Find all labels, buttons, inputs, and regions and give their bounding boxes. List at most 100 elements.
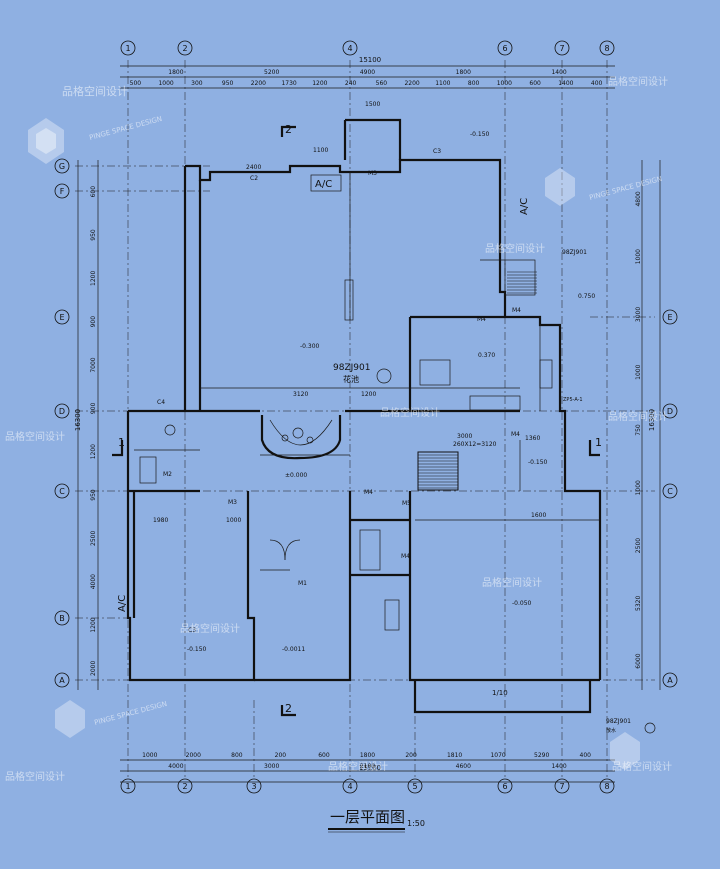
axis-grid: [75, 60, 655, 780]
bottom-dim-value-2: 3000: [264, 763, 279, 770]
right-dim-value: 3000: [635, 307, 642, 322]
flower-bed: [260, 415, 342, 460]
drawing-title: 一层平面图: [330, 808, 405, 826]
axis-bubble-bottom: 6: [502, 782, 507, 791]
axis-bubble-right: C: [667, 487, 673, 496]
bottom-dim-value: 1000: [142, 752, 157, 759]
bottom-dim-value: 5290: [534, 752, 549, 759]
door-m1: M1: [298, 580, 307, 587]
stair-dim: 260X12=3120: [453, 441, 497, 448]
left-dim-value: 7000: [90, 357, 97, 372]
watermark-en-3: PINGE SPACE DESIGN: [93, 700, 168, 727]
axis-bubble-top-circle: [554, 40, 570, 56]
level-0: ±0.000: [285, 472, 307, 479]
watermark-text-6: 品格空间设计: [608, 410, 668, 423]
door-m3a: M3: [368, 170, 377, 177]
left-dim-value: 1200: [90, 617, 97, 632]
right-total-dim: 16300: [648, 409, 656, 431]
watermark-text-9: 品格空间设计: [5, 770, 65, 783]
right-dimension-lines: [641, 160, 661, 690]
top-dim-value: 4900: [360, 69, 375, 76]
ref-flower-bed: 98ZJ901: [333, 363, 370, 373]
axis-bubble-bottom: 4: [347, 782, 352, 791]
window-c3-bottom: C3: [188, 627, 196, 634]
axis-bubble-top-circle: [342, 40, 358, 56]
axis-bubble-right-circle: [662, 403, 678, 419]
axis-bubble-left-circle: [54, 309, 70, 325]
top-dim-value-2: 560: [376, 80, 388, 87]
door-m3b: M3: [228, 499, 237, 506]
left-dim-value: 900: [90, 402, 97, 414]
axis-bubble-top-circle: [599, 40, 615, 56]
ref-flower-bed-sub: 花池: [343, 374, 359, 384]
section-mark-right: 1: [595, 436, 602, 449]
watermark-text-1: 品格空间设计: [62, 84, 128, 98]
axis-bubble-bottom: 2: [182, 782, 187, 791]
watermark-text-4: 品格空间设计: [5, 430, 65, 443]
level-5: -0.050: [512, 600, 532, 607]
left-dim-value: 1200: [90, 444, 97, 459]
dim-1360: 1360: [525, 435, 540, 442]
watermark-logo-icon: [28, 118, 64, 164]
axis-bubble-top: 6: [502, 44, 507, 53]
axis-bubble-left-circle: [54, 403, 70, 419]
top-dim-value-2: 240: [345, 80, 357, 87]
top-dim-value-2: 1100: [435, 80, 450, 87]
right-dim-value: 1000: [635, 364, 642, 379]
bottom-dim-value: 2000: [186, 752, 201, 759]
axis-bubble-right: E: [667, 313, 672, 322]
axis-bubble-bottom-circle: [554, 778, 570, 794]
watermark-logo-icon-3: [55, 700, 85, 738]
right-dim-value: 6000: [635, 653, 642, 668]
top-dim-value-2: 500: [130, 80, 142, 87]
interior-details: [134, 172, 600, 631]
top-dim-value-2: 950: [222, 80, 234, 87]
drawing-title-block: 一层平面图 1:50: [328, 808, 425, 833]
stair-step: 3000: [457, 433, 472, 440]
plan-labels: A/C A/C A/C 98ZJ901 花池 98ZJ901 98ZJ901 散…: [112, 101, 656, 734]
top-dim-value-2: 1730: [281, 80, 296, 87]
right-dim-value: 5320: [635, 596, 642, 611]
top-dimension-lines: [120, 65, 615, 89]
watermark-text-11: 品格空间设计: [612, 760, 672, 773]
bottom-dim-value: 200: [405, 752, 417, 759]
section-mark-bottom: 2: [285, 702, 292, 715]
dim-1980: 1980: [153, 517, 168, 524]
window-c3: C3: [433, 148, 441, 155]
door-m4e: M4: [401, 553, 410, 560]
door-m2: M2: [163, 471, 172, 478]
top-dim-value: 5200: [264, 69, 279, 76]
left-dim-value: 950: [90, 489, 97, 501]
axis-bubble-left-circle: [54, 158, 70, 174]
axis-bubble-top: 1: [125, 44, 130, 53]
top-dim-value-2: 1400: [558, 80, 573, 87]
axis-bubble-bottom-circle: [599, 778, 615, 794]
left-dim-value: 2000: [90, 661, 97, 676]
ac-label-right: A/C: [519, 198, 530, 215]
bottom-dim-value-2: 4600: [456, 763, 471, 770]
ref-apron-sub: 散水: [606, 727, 616, 734]
left-dim-value: 2500: [90, 531, 97, 546]
bottom-dim-value: 1810: [447, 752, 462, 759]
right-dim-value: 750: [635, 424, 642, 436]
level-2: -0.150: [187, 646, 207, 653]
watermark-logo-icon-4: [610, 732, 640, 770]
dim-1000: 1000: [226, 517, 241, 524]
top-dim-value-2: 1000: [497, 80, 512, 87]
axis-bubble-bottom: 7: [559, 782, 564, 791]
axis-bubble-bottom: 3: [251, 782, 256, 791]
top-dim-value-2: 300: [191, 80, 203, 87]
right-dim-value: 1000: [635, 249, 642, 264]
axis-bubble-top: 8: [604, 44, 609, 53]
ac-label-left: A/C: [117, 595, 128, 612]
watermark-text-8: 品格空间设计: [482, 576, 542, 589]
dim-1100: 1100: [313, 147, 328, 154]
window-c2: C2: [250, 175, 258, 182]
dim-3120: 3120: [293, 391, 308, 398]
